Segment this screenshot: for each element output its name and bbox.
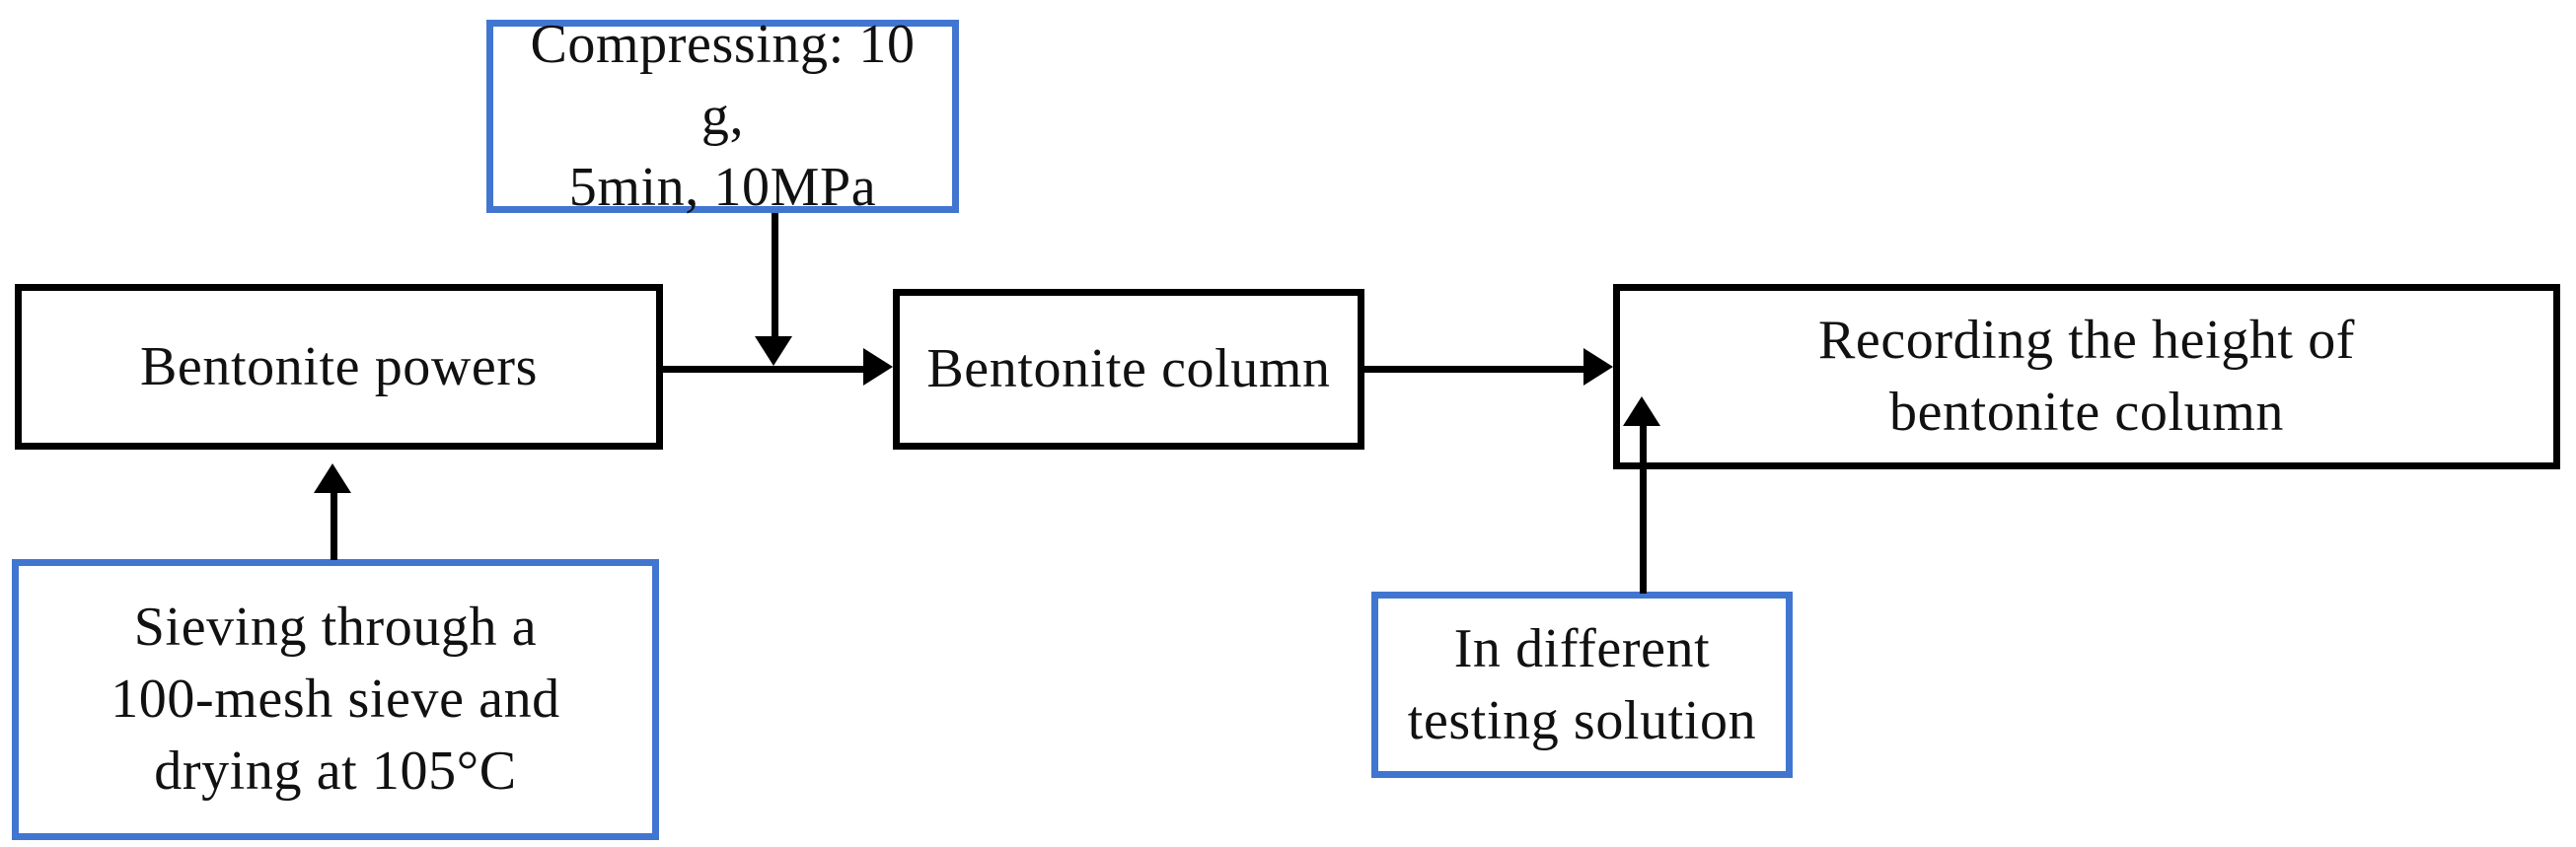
node-compressing[interactable]: Compressing: 10 g, 5min, 10MPa [486,14,959,218]
node-bentonite-powders-label: Bentonite powers [139,335,539,397]
node-testing-solution[interactable]: In different testing solution [1371,592,1793,778]
node-bentonite-column[interactable]: Bentonite column [893,289,1364,450]
node-recording-height[interactable]: Recording the height of bentonite column [1613,284,2560,469]
edge-compressing-to-flow-line [772,213,778,336]
edge-column-to-recording-line [1364,366,1583,373]
node-compressing-label: Compressing: 10 g, 5min, 10MPa [530,13,916,219]
arrow-down-icon-compressing-to-flow [755,336,792,366]
arrow-up-icon-solution-to-flow [1623,396,1660,426]
node-sieving-label: Sieving through a 100-mesh sieve and dry… [110,597,560,802]
edge-powders-to-column-line [663,366,865,373]
arrow-right-icon-column-to-recording [1583,348,1613,386]
node-sieving[interactable]: Sieving through a 100-mesh sieve and dry… [12,559,659,840]
edge-sieving-to-powders-line [331,493,337,560]
node-bentonite-powders[interactable]: Bentonite powers [15,284,663,450]
arrow-up-icon-sieving-to-powders [314,463,351,493]
node-bentonite-column-label: Bentonite column [926,338,1331,400]
node-testing-solution-label: In different testing solution [1407,617,1757,751]
node-recording-height-label: Recording the height of bentonite column [1817,310,2356,443]
arrow-right-icon-powders-to-column [863,348,893,386]
edge-solution-to-flow-line [1640,426,1647,594]
